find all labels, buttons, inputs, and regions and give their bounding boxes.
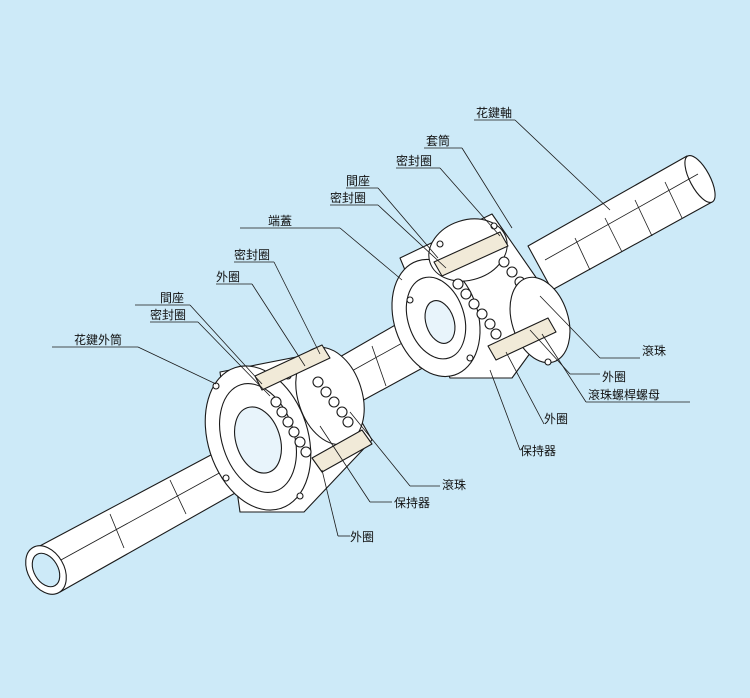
label-outer-ring-left: 外圈 bbox=[216, 270, 241, 284]
balls-left bbox=[270, 376, 354, 458]
label-retainer-right: 保持器 bbox=[520, 444, 557, 458]
leader-lines bbox=[52, 119, 690, 537]
label-sleeve: 套筒 bbox=[426, 134, 451, 148]
label-ball-right: 滾珠 bbox=[642, 344, 667, 358]
label-spacer-left: 間座 bbox=[160, 291, 185, 305]
label-seal-mid: 密封圈 bbox=[330, 191, 367, 205]
label-seal-left2: 密封圈 bbox=[150, 308, 187, 322]
label-retainer-left: 保持器 bbox=[394, 496, 431, 510]
label-spline-shaft: 花鍵軸 bbox=[476, 106, 513, 120]
label-ball-left: 滾珠 bbox=[442, 478, 467, 492]
label-ball-screw-nut: 滾珠螺桿螺母 bbox=[588, 388, 661, 402]
label-seal-top: 密封圈 bbox=[396, 154, 433, 168]
label-end-cap: 端蓋 bbox=[268, 214, 293, 228]
ball-screw-nut bbox=[391, 213, 571, 379]
spline-outer-sleeve bbox=[204, 344, 373, 513]
label-outer-ring-bottom: 外圈 bbox=[350, 530, 375, 544]
label-spacer-mid: 間座 bbox=[346, 174, 371, 188]
label-seal-left: 密封圈 bbox=[234, 248, 271, 262]
label-spline-outer-sleeve: 花鍵外筒 bbox=[74, 333, 123, 347]
label-outer-ring-right2: 外圈 bbox=[544, 412, 569, 426]
label-outer-ring-right: 外圈 bbox=[602, 370, 627, 384]
